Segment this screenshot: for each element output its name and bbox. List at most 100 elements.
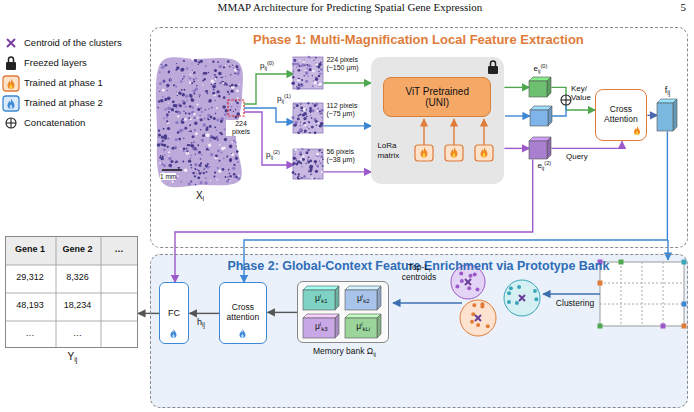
lora-panel: LoRa matrix [377,141,409,159]
patch-art [312,166,313,167]
tissue-image [205,167,206,168]
connector-label: Query [566,152,588,161]
tissue-image [190,144,193,147]
tissue-image [225,76,226,77]
step-label: Clustering [556,299,594,309]
table-art [101,237,102,347]
attention-block-text: Cross attention [223,303,262,323]
table-cell: … [115,244,124,254]
prototype-cube: μikLi [345,314,381,338]
tissue-image [237,68,240,71]
tissue-image [180,148,181,149]
tissue-image [211,84,213,86]
memory-bank: Memory bank Ωij [288,346,400,357]
tissue-image [235,109,236,110]
patch-art [308,103,310,105]
tissue-image [168,157,171,160]
patch-art [312,104,313,105]
tissue-image [183,111,184,112]
cube-art [345,290,377,310]
tissue-image [167,96,171,100]
patch-art [302,148,304,150]
tissue-image [173,84,175,86]
prototype-cube-text: i [320,321,321,327]
patch-label: ij [281,98,284,104]
patch-art [311,174,313,176]
cube-art [529,81,547,97]
tissue-image [196,169,198,171]
patch-art [299,60,300,61]
cluster-plot [515,301,519,305]
tissue-image [216,107,218,109]
tissue-image [233,173,236,176]
patch-art [318,83,319,84]
patch-label: (1) [284,93,291,99]
label-layer: 224 pixels [226,120,256,136]
tissue-image [157,107,159,109]
cluster-plot [470,320,474,324]
tissue-image [198,61,199,62]
tissue-image [233,164,235,166]
similarity-grid [600,304,684,305]
embedding-cube: eij(2) [537,161,561,170]
tissue-image [237,106,238,107]
patch-art [295,154,296,155]
tissue-image [217,167,219,169]
tissue-image [182,118,184,120]
lora-art [475,145,493,161]
tissue-image [183,60,185,62]
table-cell: … [26,328,35,338]
patch-art [318,123,320,125]
label-layer: Freezed layers [24,57,148,69]
connector-label: hij [197,317,205,327]
tissue-image [238,71,240,73]
patch-art [310,110,313,113]
patch-art [301,79,303,81]
prototype-cube: μik2 [345,286,381,310]
tissue-image [208,108,209,109]
label-layer: Clustering [551,298,599,309]
tissue-image [162,81,164,83]
tissue-image [209,99,212,102]
tissue-image [204,181,207,184]
patch-art [322,165,324,167]
embedding-cube [552,105,566,116]
patch-art [314,104,317,107]
tissue-image [201,111,203,113]
table-cell: 8,326 [66,272,89,282]
tissue-image [181,89,183,91]
patch-art [316,64,319,67]
tissue-image [178,91,182,95]
patch-art [308,76,310,78]
tissue-image [196,173,197,174]
tissue-image [216,179,217,180]
similarity-grid [642,262,643,326]
tissue-image [214,171,216,173]
tissue-image [210,180,211,181]
label-layer: MMAP Architecture for Predicting Spatial… [50,1,650,14]
cube-art [303,318,335,338]
tissue-image [192,106,194,108]
tissue-image [174,110,177,113]
patch-art [293,157,296,160]
patch-art [306,109,308,111]
tissue-image [215,113,217,115]
label-layer: 48,193 [5,300,55,310]
tissue-image [226,84,228,86]
tissue-image [180,80,183,83]
label-layer: Xi [185,190,215,202]
patch-art [321,171,323,173]
legend-icon [10,84,13,89]
patch-label: (0) [267,60,274,66]
tissue-image [229,159,232,162]
tissue-image [189,74,191,76]
patch-art [292,116,295,119]
lora-art [423,153,426,158]
tissue-image [236,72,239,75]
tissue-image [198,63,199,64]
tissue-image [207,146,208,147]
tissue-image [185,95,188,98]
tissue-image [172,100,175,103]
tissue-image [216,130,218,132]
attention-block: Cross Attention [599,105,642,125]
